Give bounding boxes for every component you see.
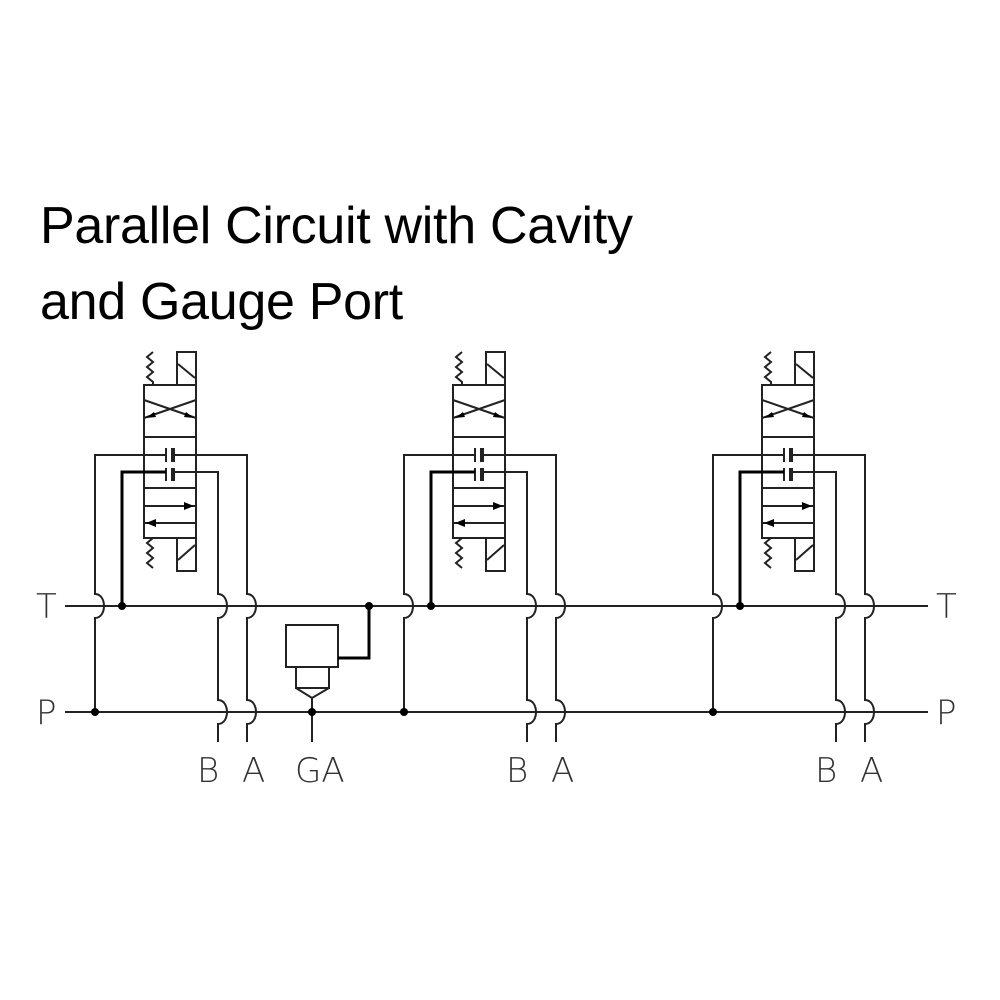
valve-body (143, 384, 197, 539)
junction-dot (308, 708, 316, 716)
junction-dot (91, 708, 99, 716)
arrowhead (802, 502, 812, 510)
title-line-1: Parallel Circuit with Cavity (40, 197, 633, 255)
port-b-label: B (506, 751, 528, 791)
cavity-neck (295, 667, 330, 689)
solenoid-icon (485, 351, 506, 386)
cavity-tip (295, 687, 330, 700)
arrowhead (455, 519, 465, 527)
solenoid-icon (485, 537, 506, 572)
arrowhead (146, 519, 156, 527)
title-line-2: and Gauge Port (40, 273, 403, 331)
gauge-port-label: GA (295, 751, 345, 791)
solenoid-coil (795, 363, 814, 379)
solenoid-icon (794, 351, 815, 386)
solenoid-coil (177, 544, 196, 561)
port-b-label: B (815, 751, 837, 791)
port-b-label: B (197, 751, 219, 791)
junction-dot (118, 602, 126, 610)
cavity-body (285, 624, 339, 668)
valve-body (761, 384, 815, 539)
diagram-title: Parallel Circuit with Cavity and Gauge P… (40, 188, 633, 340)
solenoid-icon (176, 351, 197, 386)
arrowhead (493, 502, 503, 510)
arrowhead (764, 519, 774, 527)
tank-right-label: T (936, 587, 957, 627)
port-a-line (792, 454, 875, 742)
port-b-line (792, 471, 846, 742)
cavity-drain-line (338, 606, 371, 660)
pressure-supply-line (94, 454, 166, 712)
arrowhead (184, 412, 194, 418)
junction-dot (400, 708, 408, 716)
tank-left-label: T (36, 587, 57, 627)
pressure-supply-line (403, 454, 475, 712)
tank-return-line (120, 470, 166, 606)
junction-dot (736, 602, 744, 610)
tank-return-line (429, 470, 475, 606)
port-a-label: A (551, 751, 574, 791)
arrowhead (455, 412, 465, 418)
arrowhead (493, 412, 503, 418)
pressure-supply-line (712, 454, 784, 712)
port-a-line (174, 454, 257, 742)
solenoid-coil (486, 363, 505, 379)
arrowhead (802, 412, 812, 418)
arrowhead (146, 412, 156, 418)
pressure-left-label: P (36, 693, 57, 733)
solenoid-icon (794, 537, 815, 572)
valve-body (452, 384, 506, 539)
solenoid-coil (795, 544, 814, 561)
port-a-line (483, 454, 566, 742)
junction-dot (365, 602, 373, 610)
junction-dot (709, 708, 717, 716)
solenoid-coil (177, 363, 196, 379)
solenoid-coil (486, 544, 505, 561)
port-b-line (483, 471, 537, 742)
port-b-line (174, 471, 228, 742)
spring-icon (145, 537, 155, 569)
spring-icon (145, 351, 155, 385)
spring-icon (454, 537, 464, 569)
tank-return-line (738, 470, 784, 606)
spring-icon (763, 537, 773, 569)
arrowhead (184, 502, 194, 510)
spring-icon (454, 351, 464, 385)
pressure-right-label: P (936, 693, 957, 733)
arrowhead (764, 412, 774, 418)
port-a-label: A (242, 751, 265, 791)
port-a-label: A (860, 751, 883, 791)
gauge-cavity: GA (285, 602, 373, 791)
junction-dot (427, 602, 435, 610)
spring-icon (763, 351, 773, 385)
solenoid-icon (176, 537, 197, 572)
